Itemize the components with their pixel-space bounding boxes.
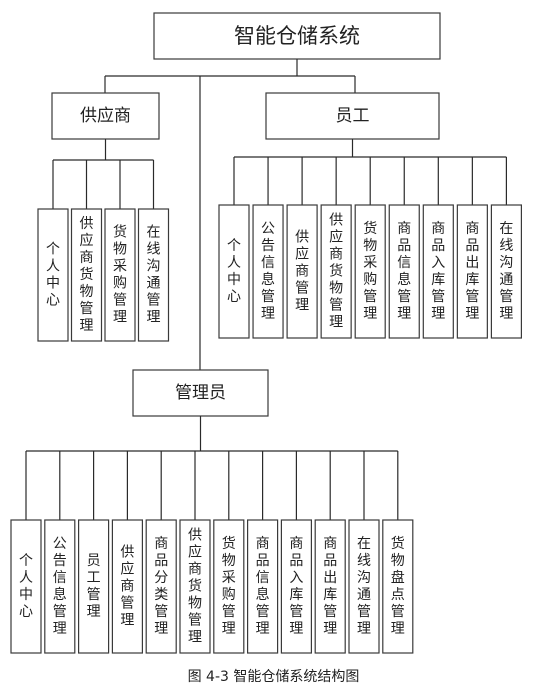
- admin-box: [132, 369, 269, 417]
- admin-leaf-box: [280, 519, 312, 654]
- employee-leaf-box: [456, 204, 488, 339]
- admin-leaf-box: [213, 519, 245, 654]
- admin-leaf-label: 供应商管理: [120, 545, 134, 629]
- admin-leaf-label: 在线沟通管理: [357, 536, 371, 637]
- supplier-leaf-box: [137, 208, 170, 342]
- employee-leaf-label: 商品信息管理: [397, 221, 411, 322]
- supplier-leaf-box: [70, 208, 103, 342]
- employee-leaf-box: [354, 204, 386, 339]
- employee-leaf-box: [388, 204, 420, 339]
- employee-leaf-label: 在线沟通管理: [499, 221, 513, 322]
- admin-leaf-label: 员工管理: [87, 553, 101, 620]
- employee-leaf-box: [422, 204, 454, 339]
- employee-label: 员工: [336, 106, 370, 126]
- employee-leaf-label: 供应商货物管理: [329, 213, 343, 331]
- root-box: [153, 12, 441, 60]
- supplier-leaf-box: [104, 208, 136, 342]
- employee-leaf-box: [490, 204, 522, 339]
- employee-leaf-label: 个人中心: [227, 238, 241, 305]
- employee-leaf-box: [286, 204, 318, 339]
- employee-leaf-label: 公告信息管理: [261, 221, 275, 322]
- employee-leaf-box: [252, 204, 284, 339]
- supplier-leaf-label: 货物采购管理: [113, 224, 127, 326]
- admin-leaf-label: 个人中心: [19, 553, 33, 620]
- admin-leaf-box: [77, 519, 110, 654]
- admin-leaf-box: [44, 519, 76, 654]
- admin-leaf-box: [314, 519, 346, 654]
- admin-leaf-label: 货物盘点管理: [391, 535, 405, 637]
- admin-leaf-label: 商品入库管理: [289, 536, 303, 637]
- admin-leaf-box: [247, 519, 279, 654]
- admin-leaf-box: [10, 519, 42, 654]
- admin-leaf-label: 商品信息管理: [256, 536, 270, 637]
- supplier-leaf-box: [37, 208, 69, 342]
- supplier-leaf-label: 供应商货物管理: [80, 216, 94, 334]
- admin-leaf-box: [179, 519, 211, 654]
- employee-leaf-label: 货物采购管理: [363, 220, 377, 322]
- admin-leaf-label: 公告信息管理: [53, 536, 67, 637]
- admin-leaf-label: 供应商货物管理: [188, 528, 202, 646]
- admin-leaf-box: [382, 519, 414, 654]
- admin-leaf-label: 商品出库管理: [323, 536, 337, 637]
- supplier-leaf-label: 在线沟通管理: [147, 225, 161, 326]
- admin-label: 管理员: [175, 383, 226, 403]
- admin-leaf-box: [348, 519, 380, 654]
- supplier-label: 供应商: [80, 106, 131, 126]
- employee-leaf-label: 商品入库管理: [431, 221, 445, 322]
- admin-leaf-box: [111, 519, 144, 654]
- figure-caption: 图 4-3 智能仓储系统结构图: [187, 669, 360, 685]
- supplier-leaf-label: 个人中心: [46, 242, 60, 309]
- admin-leaf-box: [145, 519, 177, 654]
- employee-leaf-box: [218, 204, 250, 339]
- admin-leaf-label: 商品分类管理: [154, 536, 168, 637]
- employee-leaf-box: [320, 204, 352, 339]
- root-label: 智能仓储系统: [234, 24, 360, 48]
- employee-leaf-label: 供应商管理: [295, 230, 309, 314]
- employee-box: [265, 92, 440, 140]
- admin-leaf-label: 货物采购管理: [222, 535, 236, 637]
- employee-leaf-label: 商品出库管理: [465, 221, 479, 322]
